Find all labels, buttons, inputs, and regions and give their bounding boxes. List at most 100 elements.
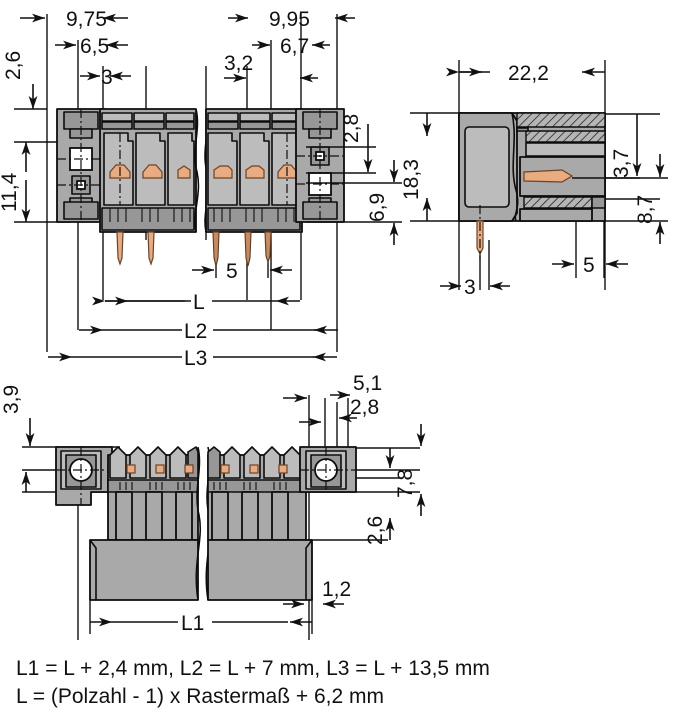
dim-3-9: 3,9 — [0, 385, 35, 492]
dim-label-3-9: 3,9 — [0, 385, 23, 414]
left-body-pins — [116, 231, 155, 266]
dim-6-9: 6,9 — [306, 160, 402, 245]
side-base-rail — [519, 208, 593, 222]
dim-label-18-3: 18,3 — [400, 159, 423, 200]
dim-label-8-7: 8,7 — [634, 195, 657, 224]
dim-L: L — [92, 291, 300, 314]
dim-label-6-9: 6,9 — [366, 193, 389, 222]
dim-22-2: 22,2 — [446, 62, 605, 85]
dim-9-75: 9,75 — [20, 8, 128, 31]
left-body-top-rail — [101, 112, 195, 130]
dim-label-5-side: 5 — [583, 254, 595, 277]
dim-7-8: 7,8 — [394, 424, 426, 516]
bv-left-skirt-chamfer — [89, 539, 97, 600]
left-body-foot — [101, 207, 195, 231]
dim-1-2: 1,2 — [283, 578, 351, 609]
top-view-left-connector — [56, 108, 197, 266]
bv-left-skirt — [89, 539, 199, 601]
pin-3 — [212, 231, 220, 267]
note-line-1: L1 = L + 2,4 mm, L2 = L + 7 mm, L3 = L +… — [16, 657, 490, 680]
bottom-view: 3,9 5,1 2,8 7,8 2,6 — [0, 372, 426, 640]
dim-2-8-bottomview: 2,8 — [299, 396, 379, 427]
dim-label-L1: L1 — [181, 612, 204, 635]
dim-label-2-8-topview: 2,8 — [340, 114, 363, 143]
dim-5-side: 5 — [552, 254, 628, 277]
side-hatch-upper-2 — [525, 130, 606, 143]
dim-L3: L3 — [48, 347, 337, 370]
notes-block: L1 = L + 2,4 mm, L2 = L + 7 mm, L3 = L +… — [16, 657, 490, 708]
right-body-foot — [207, 207, 301, 231]
dim-label-2-6-left: 2,6 — [2, 51, 25, 80]
side-contact-blade — [523, 169, 574, 183]
bv-left-ribs — [115, 491, 193, 541]
side-cavity-top — [525, 142, 606, 157]
pin-2 — [147, 231, 155, 266]
dim-label-6-7: 6,7 — [280, 35, 309, 58]
dim-label-3-top: 3 — [101, 66, 113, 89]
dim-18-3: 18,3 — [400, 113, 432, 221]
dim-label-9-75: 9,75 — [66, 8, 107, 31]
side-lower-step — [591, 196, 606, 209]
bv-left-comb-teeth — [109, 446, 199, 479]
bottom-view-right — [207, 446, 357, 601]
dim-8-7: 8,7 — [634, 154, 665, 244]
bv-right-crossbar — [207, 479, 307, 493]
dim-3-7: 3,7 — [610, 114, 642, 178]
bv-left-crossbar — [107, 479, 199, 493]
dim-label-2-6-bottomview: 2,6 — [364, 516, 387, 545]
contact-clamp-3 — [177, 165, 191, 179]
dim-2-8-topview: 2,8 — [306, 114, 376, 174]
contact-clamp-5 — [245, 165, 265, 179]
pin-4 — [244, 231, 252, 267]
dim-3-top: 3 — [80, 66, 131, 89]
dim-label-L2: L2 — [184, 320, 207, 343]
dim-label-11-4: 11,4 — [0, 172, 21, 212]
dim-6-7: 6,7 — [252, 35, 330, 58]
dim-L2: L2 — [79, 320, 338, 343]
bv-right-skirt — [207, 539, 313, 601]
dim-label-L: L — [193, 291, 205, 314]
dim-2-6-bottomview: 2,6 — [364, 448, 395, 545]
bv-left-slot-marks — [119, 482, 191, 490]
dim-label-3-7: 3,7 — [610, 149, 633, 178]
side-housing-recess — [464, 126, 510, 208]
contact-clamp-4 — [213, 165, 233, 179]
side-view: 22,2 18,3 3,7 8,7 5 3 — [400, 60, 668, 299]
dim-label-5-1: 5,1 — [353, 372, 382, 395]
dim-label-L3: L3 — [184, 347, 207, 370]
dim-5-pitch: 5 — [192, 260, 292, 283]
dim-label-1-2: 1,2 — [322, 578, 351, 601]
side-hatch-upper-1 — [516, 112, 606, 128]
dim-L1: L1 — [89, 596, 313, 635]
bv-right-contact-pads — [220, 464, 288, 474]
dim-label-2-8-bottomview: 2,8 — [350, 396, 379, 419]
bv-right-slot-marks — [213, 482, 287, 490]
dim-3-2: 3,2 — [224, 52, 318, 83]
left-body-poles — [103, 132, 195, 206]
side-hatch-lower — [523, 196, 593, 209]
note-line-2: L = (Polzahl - 1) x Rastermaß + 6,2 mm — [16, 685, 384, 708]
bv-break-left — [195, 446, 202, 601]
dim-5-1: 5,1 — [283, 372, 382, 403]
left-body-contacts — [109, 133, 191, 205]
bv-left-contact-pads — [126, 464, 194, 474]
dim-label-5-pitch: 5 — [226, 260, 238, 283]
dim-label-7-8: 7,8 — [394, 469, 417, 498]
dim-3-side: 3 — [440, 276, 510, 299]
bv-right-ribs — [211, 491, 289, 541]
dim-6-5: 6,5 — [55, 35, 128, 58]
dim-2-6-left: 2,6 — [2, 51, 47, 110]
dim-label-6-5: 6,5 — [80, 35, 109, 58]
dim-label-22-2: 22,2 — [508, 62, 549, 85]
top-view: 9,75 6,5 3 9,95 6,7 — [0, 8, 402, 370]
dim-label-3-side: 3 — [464, 276, 476, 299]
contact-clamp-2 — [142, 164, 163, 179]
bv-right-skirt-chamfer — [305, 539, 313, 600]
break-line-left — [194, 108, 200, 233]
side-rail-step — [516, 127, 529, 132]
side-view-body — [458, 112, 640, 260]
side-pin — [476, 220, 484, 256]
